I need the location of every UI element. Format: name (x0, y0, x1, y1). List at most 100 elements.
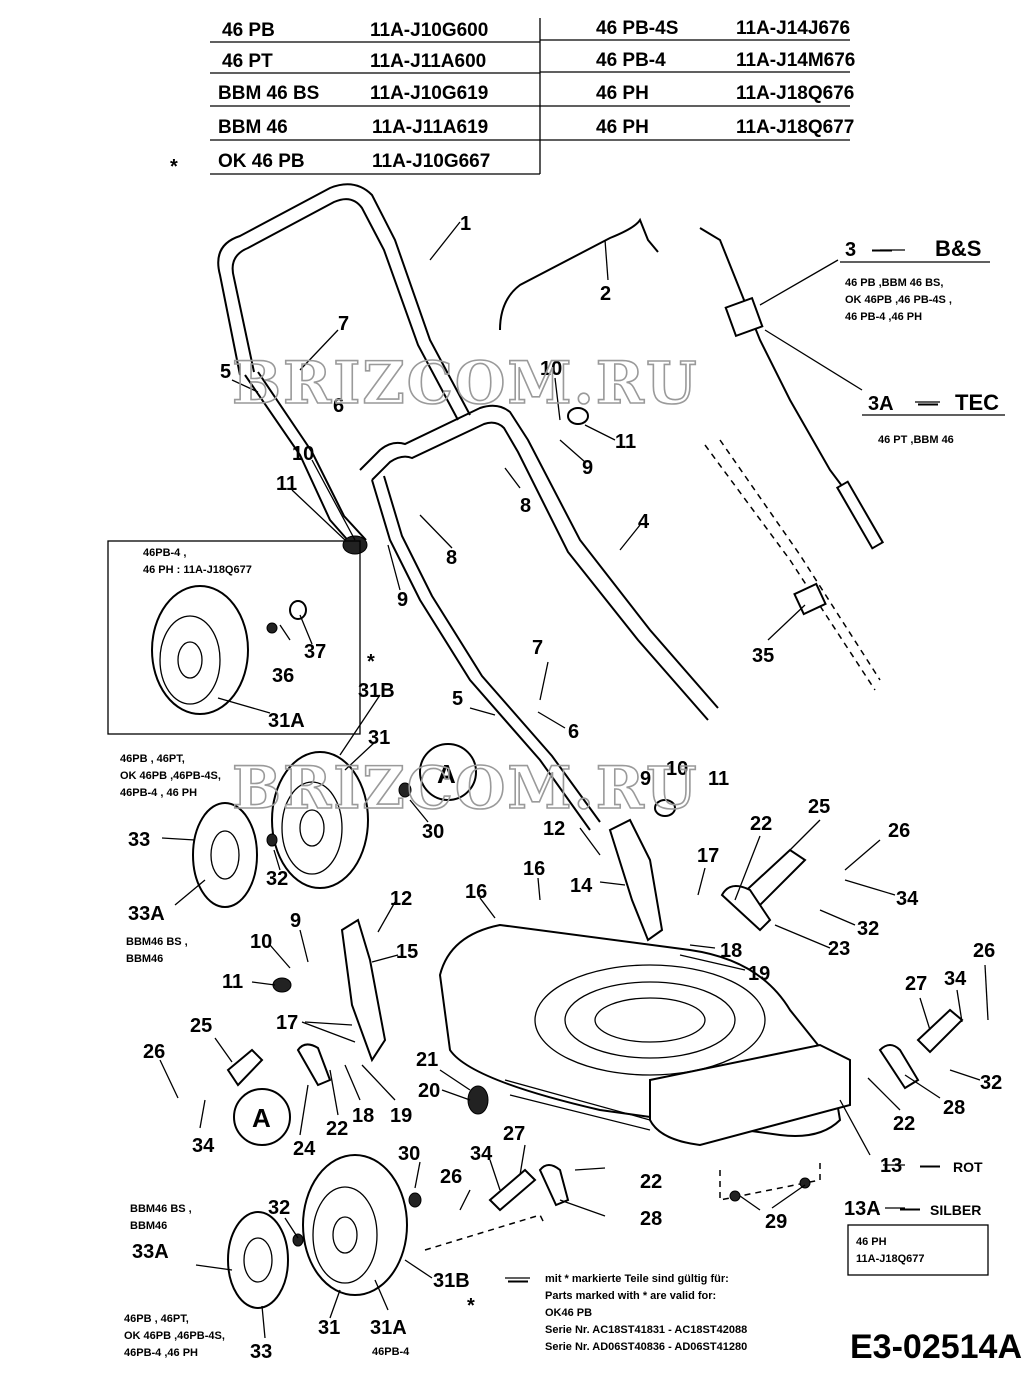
part-number: 33A (128, 903, 165, 925)
axle-plate (878, 1044, 920, 1090)
model-note: 46PB , 46PT, (124, 1313, 189, 1325)
callout-texts: — B&S 46 PB ,BBM 46 BS, OK 46PB ,46 PB-4… (120, 236, 999, 1359)
model-note: OK 46PB ,46PB-4S, (120, 770, 221, 782)
part-number: 22 (326, 1118, 348, 1140)
nut (266, 622, 278, 634)
part-number: 10 (250, 931, 272, 953)
part-number: 32 (266, 868, 288, 890)
part-number: 28 (640, 1208, 662, 1230)
detail-label: A (252, 1103, 271, 1133)
part-number: 26 (973, 940, 995, 962)
cable-routing-dash (704, 444, 876, 691)
part-number: 34 (470, 1143, 493, 1165)
part-number: 34 (192, 1135, 215, 1157)
part-number: 2 (600, 283, 611, 305)
part-number: 34 (896, 888, 919, 910)
footnote-line: OK46 PB (545, 1307, 592, 1319)
model-name: 46 PH (596, 117, 649, 138)
part-number: 30 (398, 1143, 420, 1165)
part-number: 15 (396, 941, 418, 963)
cable-routing-dash (719, 439, 881, 681)
model-note: 46 PB ,BBM 46 BS, (845, 277, 943, 289)
model-name: 46 PB (222, 20, 275, 41)
part-number: 37 (304, 641, 326, 663)
model-note: BBM46 (130, 1220, 167, 1232)
detail-label: A (437, 759, 456, 789)
asterisk-marker: * (467, 1295, 475, 1317)
model-note: 46PB-4 , (143, 547, 186, 559)
engine-label: TEC (955, 390, 999, 415)
part-number: 24 (293, 1138, 316, 1160)
part-number: 6 (568, 721, 579, 743)
part-number: 16 (523, 858, 545, 880)
bowden-cable (499, 217, 659, 331)
model-note: 46PB-4 , 46 PH (120, 787, 197, 799)
lower-handle (359, 404, 719, 831)
model-note: 11A-J18Q677 (856, 1253, 925, 1265)
model-note: 46 PH (856, 1236, 887, 1248)
hubcap (227, 1211, 289, 1309)
part-number: 34 (944, 968, 967, 990)
part-number: 13 (880, 1155, 902, 1177)
part-number: 17 (276, 1012, 298, 1034)
part-number: 8 (520, 495, 531, 517)
part-number: 3A (868, 393, 894, 415)
upper-handle (217, 183, 471, 546)
model-code: 11A-J10G600 (370, 20, 488, 41)
part-number: 18 (352, 1105, 374, 1127)
axle-lever (916, 1008, 964, 1054)
cable-end (835, 480, 885, 550)
footnote: — mit * markierte Teile sind gültig für:… (508, 1270, 747, 1353)
color-note: SILBER (930, 1202, 981, 1218)
part-number: 11 (615, 431, 636, 453)
part-number: 28 (943, 1097, 965, 1119)
throttle-lever (724, 296, 764, 338)
model-note: BBM46 BS , (126, 936, 188, 948)
model-name: 46 PT (222, 51, 273, 72)
model-note: OK 46PB ,46PB-4S, (124, 1330, 225, 1342)
part-number: 12 (390, 888, 412, 910)
part-number: 30 (422, 821, 444, 843)
model-note: 46PB-4 (372, 1346, 410, 1358)
asterisk-marker: * (367, 651, 375, 673)
part-number: 9 (582, 457, 593, 479)
footnote-line: mit * markierte Teile sind gültig für: (545, 1273, 729, 1285)
dash: — (900, 1198, 920, 1220)
part-number: 14 (570, 875, 593, 897)
handle-knob (272, 407, 676, 993)
part-number: 25 (190, 1015, 212, 1037)
model-table: 46 PB 11A-J10G600 46 PT 11A-J11A600 BBM … (170, 18, 855, 178)
axle-lever (226, 1048, 264, 1087)
watermark: BRIZCOM.RU (232, 349, 699, 417)
dash: — (918, 393, 938, 415)
part-number: 33A (132, 1241, 169, 1263)
part-number: 6 (333, 395, 344, 417)
part-number: 20 (418, 1080, 440, 1102)
part-number: 31A (370, 1317, 407, 1339)
model-name: BBM 46 BS (218, 83, 319, 104)
part-number: 16 (465, 881, 487, 903)
mower-deck (438, 923, 851, 1202)
part-number: 31A (268, 710, 305, 732)
drawing-id: E3-02514A (850, 1328, 1022, 1366)
part-number: 21 (416, 1049, 438, 1071)
detail-circle-a (419, 743, 477, 801)
height-bracket (340, 918, 387, 1063)
lower-wheel-group (227, 1088, 546, 1309)
model-note: OK 46PB ,46 PB-4S , (845, 294, 952, 306)
model-code: 11A-J14J676 (736, 18, 850, 39)
part-number: 11 (708, 768, 729, 790)
model-name: OK 46 PB (218, 151, 305, 172)
model-code: 11A-J14M676 (736, 50, 855, 71)
color-note: ROT (953, 1159, 983, 1175)
washer (289, 600, 307, 620)
axle-lever (488, 1168, 537, 1212)
model-note: 46 PB-4 ,46 PH (845, 311, 922, 323)
model-note: 46PB , 46PT, (120, 753, 185, 765)
part-number: 10 (540, 358, 562, 380)
axle-plate (720, 885, 772, 932)
part-number: 27 (905, 973, 927, 995)
part-number: 7 (338, 313, 349, 335)
part-number: 26 (143, 1041, 165, 1063)
model-code: 11A-J11A600 (370, 51, 486, 72)
